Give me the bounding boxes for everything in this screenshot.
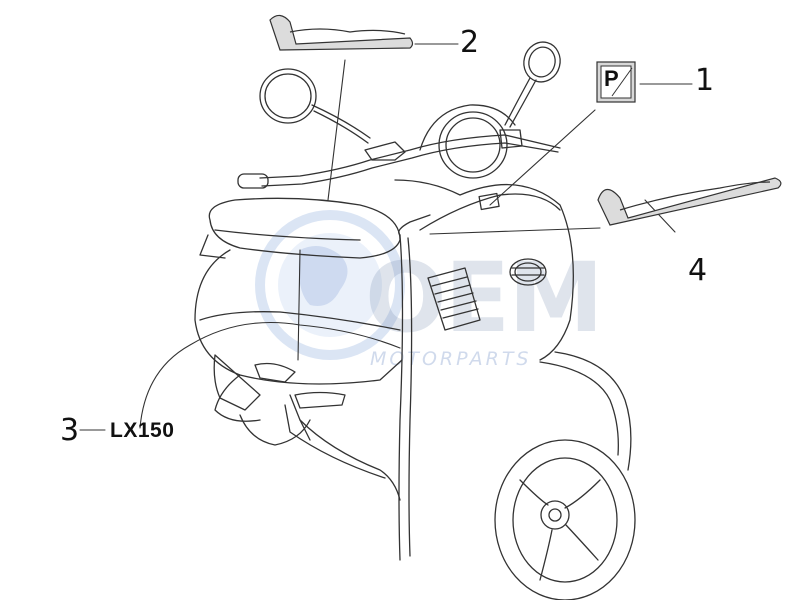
left-mirror	[259, 68, 371, 144]
front-wheel	[494, 439, 636, 600]
callout-4: 4	[688, 253, 708, 288]
right-mirror	[504, 41, 561, 128]
watermark-subtitle: MOTORPARTS	[370, 348, 532, 370]
rear-wheel	[239, 414, 311, 446]
parking-symbol: P	[604, 66, 620, 91]
front-mudguard	[539, 351, 632, 471]
leader-4	[644, 199, 676, 233]
leader-3-curve	[139, 321, 401, 429]
handlebar	[237, 129, 561, 189]
leg-shield	[394, 179, 574, 561]
callout-1: 1	[695, 63, 715, 98]
callout-3: 3	[60, 413, 80, 448]
rear-body	[194, 249, 403, 422]
leader-1-pointer	[489, 109, 596, 206]
leader-4-pointer	[429, 227, 601, 235]
callout-2: 2	[460, 25, 480, 60]
watermark-logo: OEM	[365, 242, 604, 354]
headlamp	[419, 104, 516, 179]
leader-2-pointer	[327, 59, 346, 201]
leader-2-pointer-b	[297, 249, 301, 361]
seat	[199, 197, 401, 259]
floorboard	[284, 394, 401, 501]
callout-3-label: LX150	[110, 419, 175, 442]
center-grille	[427, 267, 481, 331]
leader-lines	[79, 43, 693, 431]
